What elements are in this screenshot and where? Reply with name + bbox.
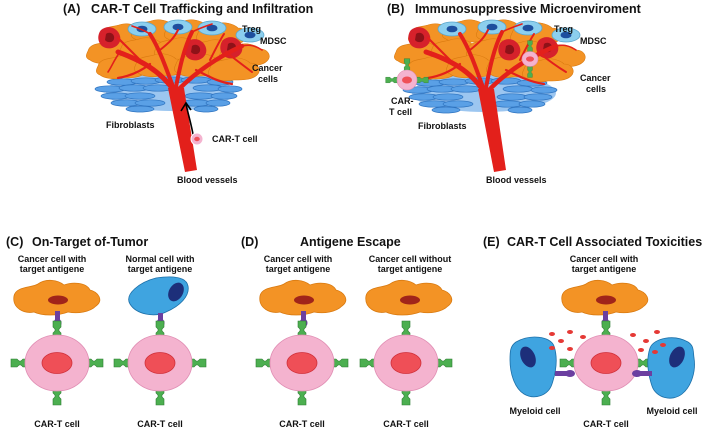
mdsc-label: MDSC (260, 36, 287, 46)
with-antigen-label-2: target antigene (266, 264, 331, 274)
panel-b: (B) Immunosuppressive Microenviroment (385, 2, 642, 185)
cart-cell-right (113, 320, 207, 406)
myeloid-receptor-links (555, 370, 652, 377)
treg-label: Treg (554, 24, 573, 34)
cancer-cells-label-1: Cancer (252, 63, 283, 73)
fibroblasts-label: Fibroblasts (418, 121, 467, 131)
fibroblasts-label: Fibroblasts (106, 120, 155, 130)
panel-b-tag: (B) (387, 2, 404, 16)
panel-c-tag: (C) (6, 235, 23, 249)
panel-e: (E) CAR-T Cell Associated Toxicities Can… (483, 235, 702, 429)
cancer-cells-label-2: cells (586, 84, 606, 94)
blood-vessels-label: Blood vessels (486, 175, 547, 185)
cart-cell-suppressed-2 (521, 40, 539, 78)
mdsc-label: MDSC (580, 36, 607, 46)
blood-vessel-trunk (168, 88, 197, 172)
blood-vessels-label: Blood vessels (177, 175, 238, 185)
cart-cell-label-left: CAR-T cell (279, 419, 325, 429)
panel-d-tag: (D) (241, 235, 258, 249)
cancer-cell-without-antigen (365, 279, 453, 316)
myeloid-cell-label-left: Myeloid cell (509, 406, 560, 416)
normal-cell (128, 276, 189, 316)
cart-cell-label-right: CAR-T cell (383, 419, 429, 429)
cancer-cell-label-1: Cancer cell with (570, 254, 639, 264)
cart-cell-label-1: CAR- (391, 96, 414, 106)
cancer-cell-label-2: target antigene (572, 264, 637, 274)
cancer-cell-with-antigen (259, 279, 347, 316)
cancer-cells-label-1: Cancer (580, 73, 611, 83)
panel-c-title: On-Target of-Tumor (32, 235, 148, 249)
with-antigen-label-1: Cancer cell with (264, 254, 333, 264)
cart-cell-label: CAR-T cell (583, 419, 629, 429)
cancer-cell (561, 279, 649, 316)
myeloid-cell-right (647, 337, 695, 399)
without-antigen-label-2: target antigene (378, 264, 443, 274)
panel-a-tag: (A) (63, 2, 80, 16)
panel-e-title: CAR-T Cell Associated Toxicities (507, 235, 702, 249)
blood-vessel-tree (423, 23, 577, 96)
panel-a-title: CAR-T Cell Trafficking and Infiltration (91, 2, 313, 16)
normal-cell-label-2: target antigene (128, 264, 193, 274)
cancer-cell-label-1: Cancer cell with (18, 254, 87, 264)
cart-cell-suppressed (385, 58, 429, 91)
cart-cell-left (10, 320, 104, 406)
normal-cell-label-1: Normal cell with (125, 254, 194, 264)
cart-cell-label: CAR-T cell (212, 134, 258, 144)
cytokine-dots (549, 330, 666, 354)
myeloid-cell-label-right: Myeloid cell (646, 406, 697, 416)
panel-d-title: Antigene Escape (300, 235, 401, 249)
cart-cell-label-left: CAR-T cell (34, 419, 80, 429)
without-antigen-label-1: Cancer cell without (369, 254, 452, 264)
cart-cell-label-2: T cell (389, 107, 412, 117)
cart-cell-right (359, 320, 453, 406)
panel-c: (C) On-Target of-Tumor Cancer cell with … (6, 235, 207, 429)
cancer-cell-label-2: target antigene (20, 264, 85, 274)
panel-a: (A) CAR-T Cell Trafficking and Infiltrat… (63, 2, 313, 185)
cart-cell-center (559, 320, 653, 406)
cart-cell-label-right: CAR-T cell (137, 419, 183, 429)
panel-d: (D) Antigene Escape Cancer cell with tar… (241, 235, 453, 429)
cancer-cells-label-2: cells (258, 74, 278, 84)
blood-vessel-trunk (478, 89, 506, 172)
panel-e-tag: (E) (483, 235, 500, 249)
blood-vessel-tree (107, 23, 263, 95)
treg-label: Treg (242, 24, 261, 34)
panel-b-title: Immunosuppressive Microenviroment (415, 2, 642, 16)
cart-cell-left (255, 320, 349, 406)
cart-cell-small (190, 132, 204, 146)
cancer-cell (13, 279, 101, 316)
myeloid-cell-left (509, 336, 557, 398)
